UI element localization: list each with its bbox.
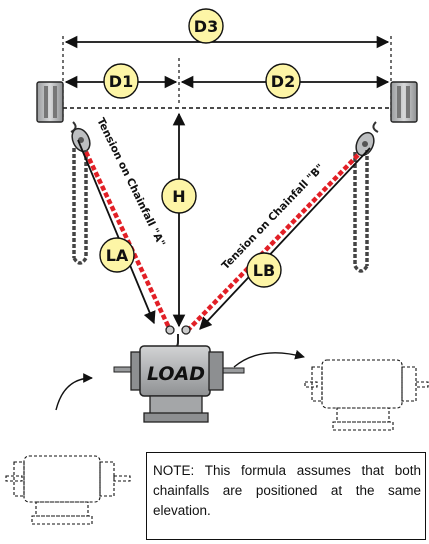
d2-badge: D2 [265,63,301,99]
lb-arrow [199,147,371,330]
lb-label: LB [253,261,275,280]
h-badge: H [161,178,197,214]
note-box: NOTE: This formula assumes that both cha… [146,452,426,540]
d3-badge: D3 [188,8,224,44]
la-badge: LA [99,237,135,273]
chainfall-a [83,151,173,331]
note-text: NOTE: This formula assumes that both cha… [153,463,421,518]
motion-arrow-right [233,349,305,368]
load-motor [113,345,245,423]
left-hand-chain [72,148,88,265]
left-beam-clamp [36,81,64,123]
right-beam-clamp [390,81,418,123]
h-label: H [172,187,185,206]
d1-badge: D1 [103,63,139,99]
la-label: LA [106,246,129,265]
right-hand-chain [353,150,369,273]
d2-label: D2 [271,72,295,91]
chainfall-b [186,153,360,332]
motion-arrow-left [55,373,93,411]
ghost-load-left [5,455,131,525]
d3-label: D3 [194,17,218,36]
d3-dimension [62,35,392,120]
d1-label: D1 [109,72,133,91]
lb-badge: LB [246,252,282,288]
lifting-hook [165,325,191,349]
load-label: LOAD [147,363,205,385]
ghost-load-right [304,359,429,431]
la-arrow [77,139,156,325]
tension-a-label: Tension on Chainfall "A" [94,116,167,249]
